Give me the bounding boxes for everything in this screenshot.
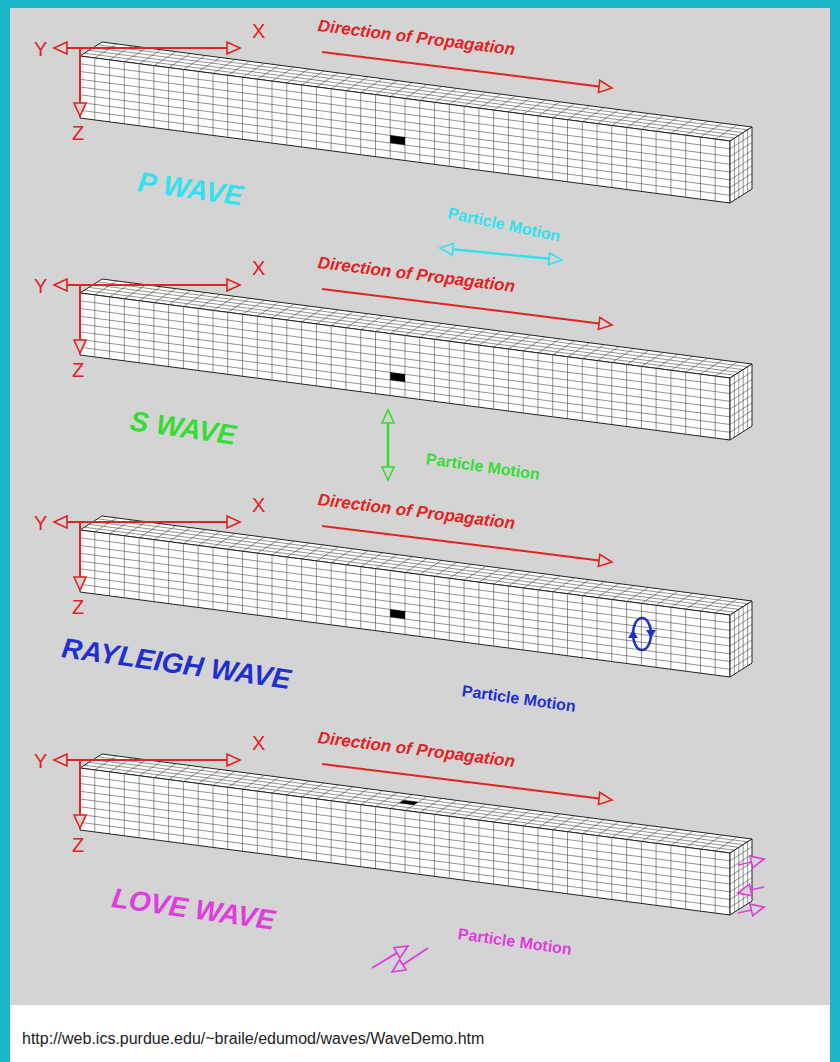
arrow-head — [74, 577, 86, 590]
arrow-shaft — [80, 47, 227, 49]
arrow-shaft — [67, 759, 80, 761]
axis-label: Y — [34, 275, 47, 298]
arrow-shaft — [79, 522, 81, 577]
arrow-head — [227, 516, 240, 528]
axis-label: Y — [34, 512, 47, 535]
arrow-shaft — [322, 289, 599, 323]
arrow-shaft — [738, 862, 751, 865]
grid-lines — [730, 842, 752, 912]
axis-label: Y — [34, 38, 47, 61]
arrow-head — [227, 42, 240, 54]
arrow-shaft — [80, 284, 227, 286]
arrow-head — [54, 516, 67, 528]
arrow-shaft — [372, 953, 397, 968]
arrow-head — [74, 815, 86, 828]
grid-lines — [730, 130, 752, 200]
arrow-shaft — [322, 526, 599, 560]
elliptical-motion — [633, 618, 651, 650]
axis-label: Y — [34, 750, 47, 773]
arrow-shaft — [80, 759, 227, 761]
arrow-shaft — [79, 760, 81, 815]
arrow-head — [598, 792, 612, 804]
arrow-head — [440, 243, 454, 255]
source-url: http://web.ics.purdue.edu/~braile/edumod… — [22, 1030, 484, 1048]
arrow-head — [394, 946, 408, 958]
arrow-head — [598, 317, 612, 329]
arrow-head — [750, 904, 764, 916]
axis-label: Z — [72, 359, 84, 382]
axis-label: Z — [72, 834, 84, 857]
wave-panel — [54, 42, 752, 265]
arrow-head — [227, 279, 240, 291]
displaced-cell — [399, 800, 418, 805]
axis-label: Z — [72, 122, 84, 145]
arrow-head — [74, 340, 86, 353]
displaced-cell — [390, 609, 405, 619]
arrow-shaft — [751, 887, 764, 890]
arrow-head — [227, 754, 240, 766]
arrow-shaft — [403, 948, 428, 965]
arrow-shaft — [67, 47, 80, 49]
arrow-shaft — [80, 521, 227, 523]
arrow-shaft — [387, 423, 390, 467]
arrow-shaft — [79, 285, 81, 340]
arrow-head — [74, 103, 86, 116]
wave-panel — [54, 754, 764, 972]
axis-label: X — [252, 20, 265, 43]
arrow-head — [382, 410, 394, 423]
arrow-shaft — [453, 249, 549, 258]
arrow-shaft — [67, 284, 80, 286]
block-face — [730, 364, 752, 440]
grid-lines — [730, 367, 752, 437]
displaced-cell — [390, 372, 405, 382]
axis-label: X — [252, 494, 265, 517]
axis-label: Z — [72, 596, 84, 619]
panel — [10, 8, 830, 1005]
arrow-shaft — [738, 910, 751, 913]
caption-strip — [10, 1005, 830, 1062]
arrow-head — [392, 960, 406, 972]
wave-panel — [54, 279, 752, 480]
axis-label: X — [252, 732, 265, 755]
arrow-head — [54, 279, 67, 291]
arrow-head — [549, 253, 563, 265]
arrow-shaft — [79, 48, 81, 103]
arrow-shaft — [67, 521, 80, 523]
arrow-head — [628, 630, 638, 638]
arrow-head — [598, 80, 612, 92]
arrow-head — [646, 630, 656, 638]
arrow-head — [54, 754, 67, 766]
arrow-head — [54, 42, 67, 54]
arrow-head — [738, 884, 752, 896]
arrow-head — [382, 467, 394, 480]
arrow-head — [750, 856, 764, 868]
arrow-shaft — [322, 52, 599, 86]
block-face — [730, 601, 752, 677]
displaced-cell — [390, 135, 405, 145]
axis-label: X — [252, 257, 265, 280]
arrow-shaft — [322, 764, 599, 798]
grid-lines — [730, 604, 752, 674]
block-face — [730, 127, 752, 203]
block-face — [730, 839, 752, 915]
arrow-head — [598, 554, 612, 566]
